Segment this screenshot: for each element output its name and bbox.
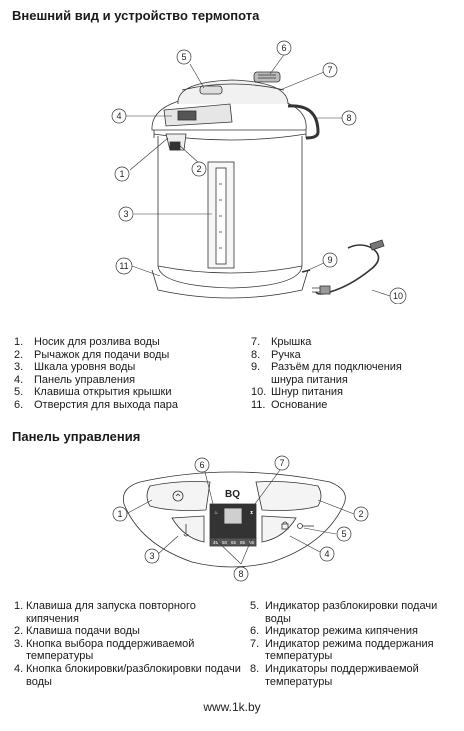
list-item: 3.Кнопка выбора поддерживаемой температу… (14, 637, 195, 663)
list-item: 4.Панель управления (14, 373, 136, 386)
list-item: 7.Крышка (251, 336, 312, 348)
list-item: 9.Разъём для подключения шнура питания (251, 361, 402, 386)
callout-5: 5 (181, 52, 186, 62)
section-title-appearance: Внешний вид и устройство термопота (12, 8, 260, 23)
parts-list-left: 1.Носик для розлива воды 2.Рычажок для п… (14, 336, 178, 412)
list-item: 11.Основание (251, 398, 328, 411)
panel-list-left: 1.Клавиша для запуска повторного кипячен… (14, 600, 244, 688)
temp-45: 45 (213, 540, 219, 545)
brand-logo: BQ (225, 489, 240, 500)
list-item: 1.Носик для розлива воды (14, 336, 160, 348)
list-item: 7.Индикатор режима поддержания температу… (250, 637, 434, 663)
callout-8: 8 (346, 113, 351, 123)
keep-warm-indicator-icon: ⧗ (250, 510, 253, 515)
panel-callout-1: 1 (117, 509, 122, 519)
callout-2: 2 (196, 164, 201, 174)
callout-11: 11 (119, 261, 128, 271)
temp-50: 50 (222, 540, 228, 545)
list-item: 2.Клавиша подачи воды (14, 625, 140, 638)
callout-3: 3 (123, 209, 128, 219)
panel-callout-2: 2 (358, 509, 363, 519)
footer-url: www.1k.by (203, 700, 261, 714)
section-title-control-panel: Панель управления (12, 429, 141, 444)
callout-7: 7 (327, 65, 332, 75)
list-item: 8.Ручка (251, 348, 301, 361)
list-item: 5.Индикатор разблокировки подачи воды (250, 600, 438, 625)
temp-65: 65 (231, 540, 237, 545)
list-item: 1.Клавиша для запуска повторного кипячен… (14, 600, 196, 625)
list-item: 6.Отверстия для выхода пара (14, 398, 178, 411)
list-item: 4.Кнопка блокировки/разблокировки подачи… (14, 662, 241, 688)
callout-1: 1 (119, 169, 124, 179)
parts-list-right: 7.Крышка 8.Ручка 9.Разъём для подключени… (251, 336, 421, 412)
temp-95: 95 (249, 540, 255, 545)
callout-4: 4 (116, 111, 121, 121)
panel-callout-5: 5 (341, 529, 346, 539)
panel-list-right: 5.Индикатор разблокировки подачи воды 6.… (250, 600, 460, 688)
panel-callout-4: 4 (324, 549, 329, 559)
list-item: 2.Рычажок для подачи воды (14, 348, 170, 361)
panel-callout-8: 8 (238, 569, 243, 579)
panel-callout-7: 7 (279, 458, 284, 468)
list-item: 8.Индикаторы поддерживаемой температуры (250, 662, 419, 688)
list-item: 5.Клавиша открытия крышки (14, 386, 172, 399)
panel-callout-6: 6 (199, 460, 204, 470)
list-item: 6.Индикатор режима кипячения (250, 625, 418, 638)
panel-callout-3: 3 (149, 551, 154, 561)
boil-indicator-icon: ♨ (214, 510, 218, 515)
callout-6: 6 (281, 43, 286, 53)
callout-10: 10 (393, 291, 403, 301)
callout-9: 9 (327, 255, 332, 265)
thermopot-diagram: 1k 1 2 3 4 5 6 7 8 9 10 1 (111, 40, 407, 304)
list-item: 10.Шнур питания (251, 386, 344, 399)
list-item: 3.Шкала уровня воды (14, 361, 136, 374)
control-panel-diagram: ♨ ⧗ 45 50 65 85 95 BQ 1 2 3 4 5 6 7 (112, 455, 369, 582)
temp-85: 85 (240, 540, 246, 545)
